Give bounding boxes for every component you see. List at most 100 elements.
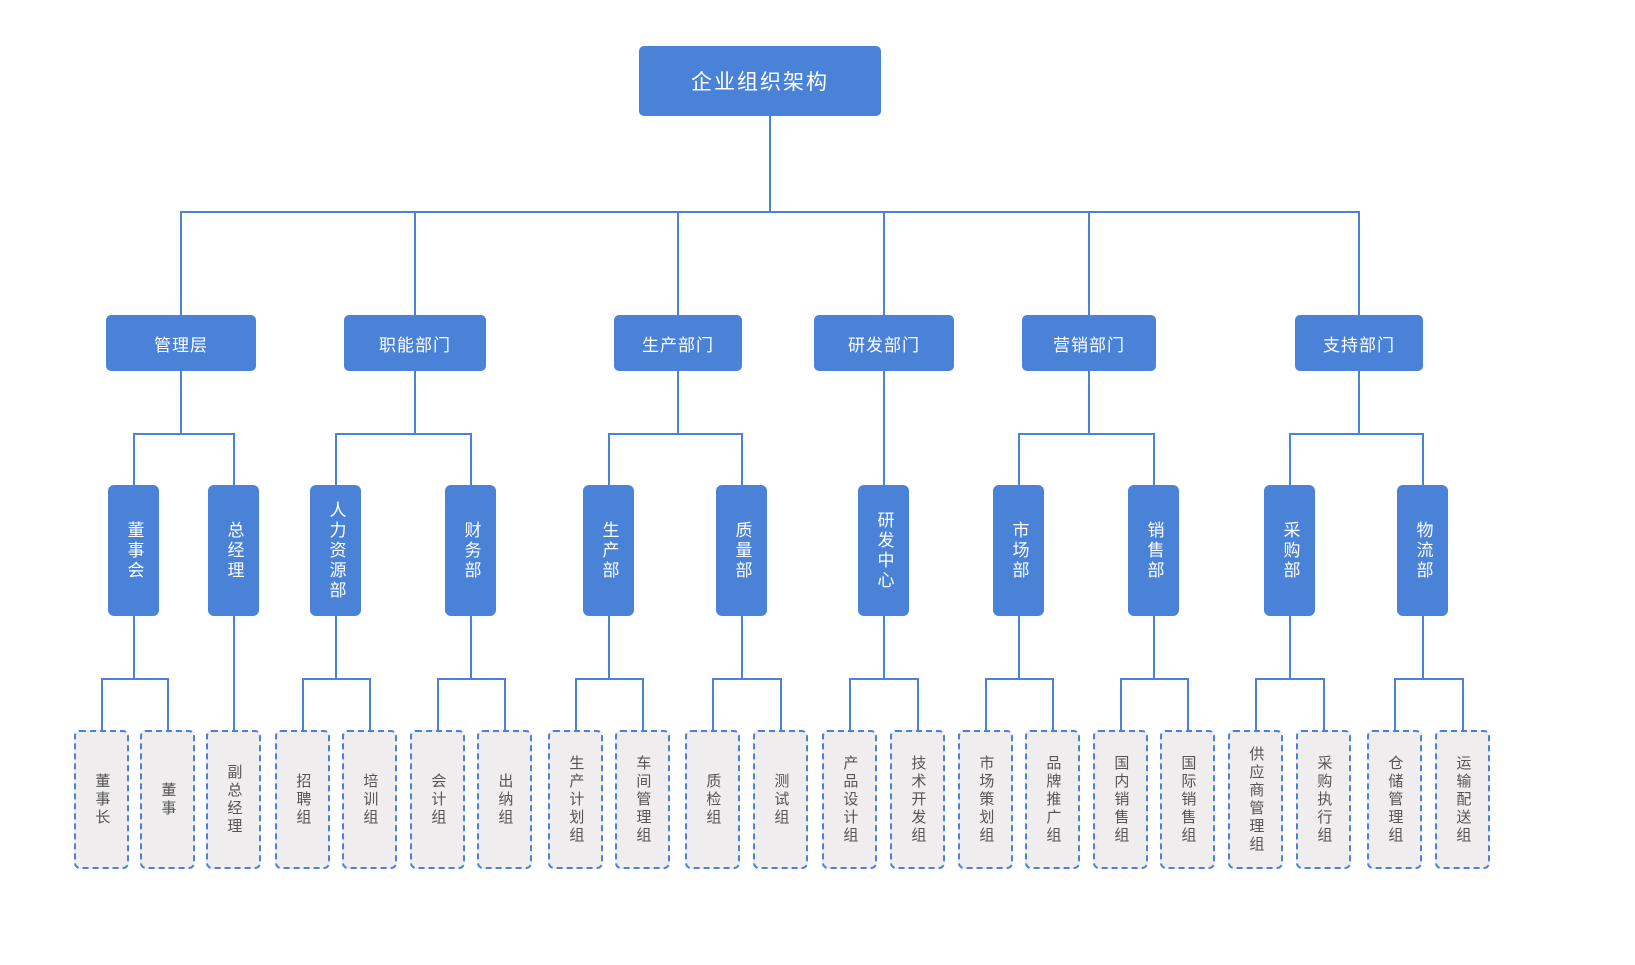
connector-drop-zongjingli [233, 433, 235, 485]
node-leaf-shichangcehuazu[interactable]: 市场策划组 [958, 730, 1013, 869]
connector-stem-yanfabm [883, 371, 885, 485]
node-level2-yingxiaobumen[interactable]: 营销部门 [1022, 315, 1156, 371]
connector-stem-wuliu [1422, 616, 1424, 678]
connector-stem-zhineng [414, 371, 416, 433]
node-label: 市场部 [1009, 520, 1029, 581]
node-leaf-caigouzhixingzu[interactable]: 采购执行组 [1296, 730, 1351, 869]
connector-drop-l2-2 [414, 211, 416, 315]
node-leaf-chejianguanlizu[interactable]: 车间管理组 [615, 730, 670, 869]
node-level2-guanliceng[interactable]: 管理层 [106, 315, 256, 371]
connector-stem-guanli [180, 371, 182, 433]
node-leaf-zhaopinzu[interactable]: 招聘组 [275, 730, 330, 869]
node-label: 董事长 [93, 772, 111, 827]
node-label: 副总经理 [225, 763, 243, 836]
node-label: 生产计划组 [567, 754, 585, 845]
connector-drop-wuliu [1422, 433, 1424, 485]
node-root[interactable]: 企业组织架构 [639, 46, 881, 116]
node-label: 质检组 [704, 772, 722, 827]
node-leaf-dongshi[interactable]: 董事 [140, 730, 195, 869]
node-leaf-chunazu[interactable]: 出纳组 [477, 730, 532, 869]
node-label: 运输配送组 [1454, 754, 1472, 845]
node-label: 总经理 [224, 520, 244, 581]
node-label: 物流部 [1413, 520, 1433, 581]
node-leaf-gongyingshangguanlizu[interactable]: 供应商管理组 [1228, 730, 1283, 869]
node-leaf-pinpaituiguangzu[interactable]: 品牌推广组 [1025, 730, 1080, 869]
connector-drop-zhiliang [741, 433, 743, 485]
node-leaf-peixunzu[interactable]: 培训组 [342, 730, 397, 869]
connector-bus-dongshihui [101, 678, 167, 680]
node-label: 职能部门 [379, 335, 451, 355]
connector-drop-xiaoshou [1153, 433, 1155, 485]
node-level3-xiaoshoubu[interactable]: 销售部 [1128, 485, 1179, 616]
node-label: 采购部 [1280, 520, 1300, 581]
node-label: 生产部门 [642, 335, 714, 355]
node-leaf-zhijianzu[interactable]: 质检组 [685, 730, 740, 869]
node-level3-caigoubu[interactable]: 采购部 [1264, 485, 1315, 616]
node-leaf-guoneixiaoshouzu[interactable]: 国内销售组 [1093, 730, 1148, 869]
connector-drop-caigouzhixing [1323, 678, 1325, 730]
connector-stem-caigou [1289, 616, 1291, 678]
connector-drop-shichangcehua [985, 678, 987, 730]
node-leaf-ceshizu[interactable]: 测试组 [753, 730, 808, 869]
node-label: 营销部门 [1053, 335, 1125, 355]
node-level3-zongjingli[interactable]: 总经理 [208, 485, 259, 616]
connector-drop-chejian [642, 678, 644, 730]
node-leaf-guojixiaoshouzu[interactable]: 国际销售组 [1160, 730, 1215, 869]
node-leaf-yunshupeisongzu[interactable]: 运输配送组 [1435, 730, 1490, 869]
node-level3-shichangbu[interactable]: 市场部 [993, 485, 1044, 616]
connector-stem-shichang [1018, 616, 1020, 678]
connector-drop-guoji [1187, 678, 1189, 730]
node-level3-dongshihui[interactable]: 董事会 [108, 485, 159, 616]
node-label: 国内销售组 [1112, 754, 1130, 845]
node-leaf-dongshizhang[interactable]: 董事长 [74, 730, 129, 869]
connector-drop-l2-4 [883, 211, 885, 315]
connector-drop-jishu [917, 678, 919, 730]
connector-drop-kuaiji [437, 678, 439, 730]
node-label: 董事会 [124, 520, 144, 581]
connector-drop-zhijian [712, 678, 714, 730]
connector-drop-chanpin [849, 678, 851, 730]
connector-bus-zhichi [1289, 433, 1424, 435]
node-leaf-jishukaifazu[interactable]: 技术开发组 [890, 730, 945, 869]
node-leaf-shengchanjihuazu[interactable]: 生产计划组 [548, 730, 603, 869]
node-level3-shengchanbu[interactable]: 生产部 [583, 485, 634, 616]
node-label: 人力资源部 [326, 500, 346, 601]
node-level3-zhiliangbu[interactable]: 质量部 [716, 485, 767, 616]
node-leaf-fuzongjingli[interactable]: 副总经理 [206, 730, 261, 869]
connector-drop-renli [335, 433, 337, 485]
node-label: 市场策划组 [977, 754, 995, 845]
connector-level2-bus [180, 211, 1360, 213]
connector-drop-peixun [369, 678, 371, 730]
connector-stem-xiaoshou [1153, 616, 1155, 678]
connector-root-stem [769, 116, 771, 211]
connector-stem-zhichi [1358, 371, 1360, 433]
node-level3-wuliubu[interactable]: 物流部 [1397, 485, 1448, 616]
connector-drop-l2-1 [180, 211, 182, 315]
connector-bus-shengchanbu [575, 678, 642, 680]
connector-bus-xiaoshou [1120, 678, 1187, 680]
connector-drop-l2-3 [677, 211, 679, 315]
node-leaf-cangchuguanlizu[interactable]: 仓储管理组 [1367, 730, 1422, 869]
connector-stem-shengchanbu [608, 616, 610, 678]
connector-bus-caiwu [437, 678, 504, 680]
node-level3-renliziyuanbu[interactable]: 人力资源部 [310, 485, 361, 616]
node-label: 培训组 [361, 772, 379, 827]
connector-drop-ceshi [780, 678, 782, 730]
node-level2-shengchanbumen[interactable]: 生产部门 [614, 315, 742, 371]
node-label: 销售部 [1144, 520, 1164, 581]
node-level2-yanfabumen[interactable]: 研发部门 [814, 315, 954, 371]
node-label: 采购执行组 [1315, 754, 1333, 845]
connector-bus-renli [302, 678, 369, 680]
node-label: 会计组 [429, 772, 447, 827]
node-level2-zhichibumen[interactable]: 支持部门 [1295, 315, 1423, 371]
node-label: 供应商管理组 [1247, 745, 1265, 854]
node-label: 出纳组 [496, 772, 514, 827]
node-leaf-kuaijizu[interactable]: 会计组 [410, 730, 465, 869]
node-level2-zhinengbumen[interactable]: 职能部门 [344, 315, 486, 371]
node-label: 招聘组 [294, 772, 312, 827]
node-level3-yanfazhongxin[interactable]: 研发中心 [858, 485, 909, 616]
node-leaf-chanpinshejizu[interactable]: 产品设计组 [822, 730, 877, 869]
node-level3-caiwubu[interactable]: 财务部 [445, 485, 496, 616]
connector-bus-caigou [1255, 678, 1323, 680]
